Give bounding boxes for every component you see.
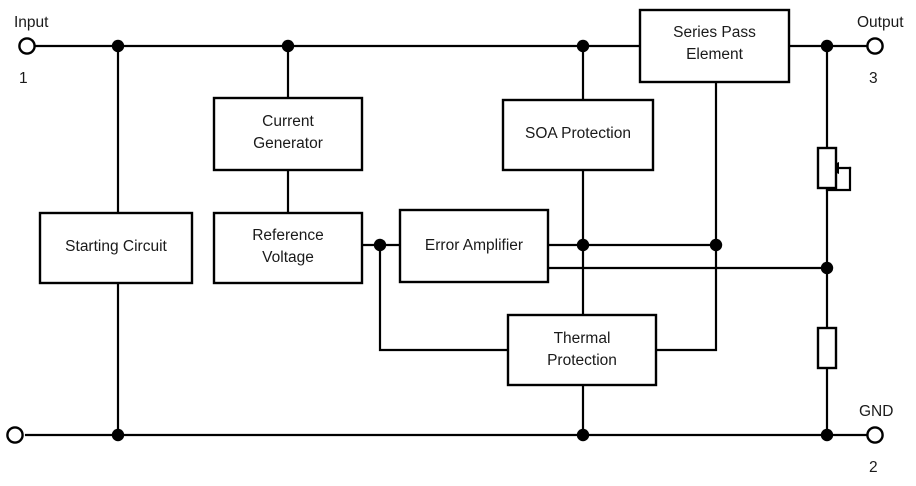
- junction-output-divider: [820, 39, 834, 53]
- reference-voltage-label-line1: Reference: [252, 227, 324, 244]
- current-generator-box[interactable]: [212, 96, 364, 172]
- junction-feedback-tap: [820, 261, 834, 275]
- feedback-potentiometer[interactable]: [816, 146, 838, 190]
- terminal-gnd-label: GND: [859, 403, 893, 420]
- thermal-protection-label-line1: Thermal: [554, 330, 611, 347]
- terminal-input[interactable]: [18, 37, 36, 55]
- thermal-protection-box[interactable]: [506, 313, 658, 387]
- block-current-generator[interactable]: Current Generator: [212, 96, 364, 172]
- terminal-output-number: 3: [869, 70, 878, 87]
- block-error-amplifier[interactable]: Error Amplifier: [398, 208, 550, 284]
- block-starting-circuit[interactable]: Starting Circuit: [38, 211, 194, 285]
- junction-input-current-generator: [281, 39, 295, 53]
- junction-soa-error-amp-node: [576, 238, 590, 252]
- junction-reference-voltage-node: [373, 238, 387, 252]
- junction-gnd-divider: [820, 428, 834, 442]
- feedback-resistor[interactable]: [816, 326, 838, 370]
- soa-protection-label: SOA Protection: [525, 125, 631, 142]
- junction-gnd-starting-circuit: [111, 428, 125, 442]
- wire-potentiometer-wiper-loop: [825, 166, 852, 192]
- series-pass-element-label-line1: Series Pass: [673, 24, 756, 41]
- terminal-output-label: Output: [857, 14, 904, 31]
- junction-series-pass-control-node: [709, 238, 723, 252]
- terminal-gnd-right[interactable]: [866, 426, 884, 444]
- block-thermal-protection[interactable]: Thermal Protection: [506, 313, 658, 387]
- current-generator-label-line2: Generator: [253, 135, 323, 152]
- block-series-pass-element[interactable]: Series Pass Element: [638, 8, 791, 84]
- starting-circuit-box[interactable]: [38, 211, 194, 285]
- wire-series-pass-control: [654, 80, 718, 352]
- series-pass-element-label-line2: Element: [686, 46, 744, 63]
- current-generator-label-line1: Current: [262, 113, 314, 130]
- terminal-input-number: 1: [19, 70, 28, 87]
- junction-input-starting-circuit: [111, 39, 125, 53]
- series-pass-element-box[interactable]: [638, 8, 791, 84]
- wire-reference-node-to-thermal-protection: [378, 243, 510, 352]
- reference-voltage-box[interactable]: [212, 211, 364, 285]
- block-reference-voltage[interactable]: Reference Voltage: [212, 211, 364, 285]
- starting-circuit-label: Starting Circuit: [65, 238, 167, 255]
- thermal-protection-label-line2: Protection: [547, 352, 617, 369]
- terminal-output[interactable]: [866, 37, 884, 55]
- terminal-input-label: Input: [14, 14, 49, 31]
- error-amplifier-label: Error Amplifier: [425, 237, 523, 254]
- terminal-gnd-number: 2: [869, 459, 878, 476]
- reference-voltage-label-line2: Voltage: [262, 249, 314, 266]
- soa-protection-box[interactable]: [501, 98, 655, 172]
- block-soa-protection[interactable]: SOA Protection: [501, 98, 655, 172]
- terminal-gnd-left[interactable]: [6, 426, 24, 444]
- error-amplifier-box[interactable]: [398, 208, 550, 284]
- junction-input-soa-protection: [576, 39, 590, 53]
- junction-gnd-thermal-protection: [576, 428, 590, 442]
